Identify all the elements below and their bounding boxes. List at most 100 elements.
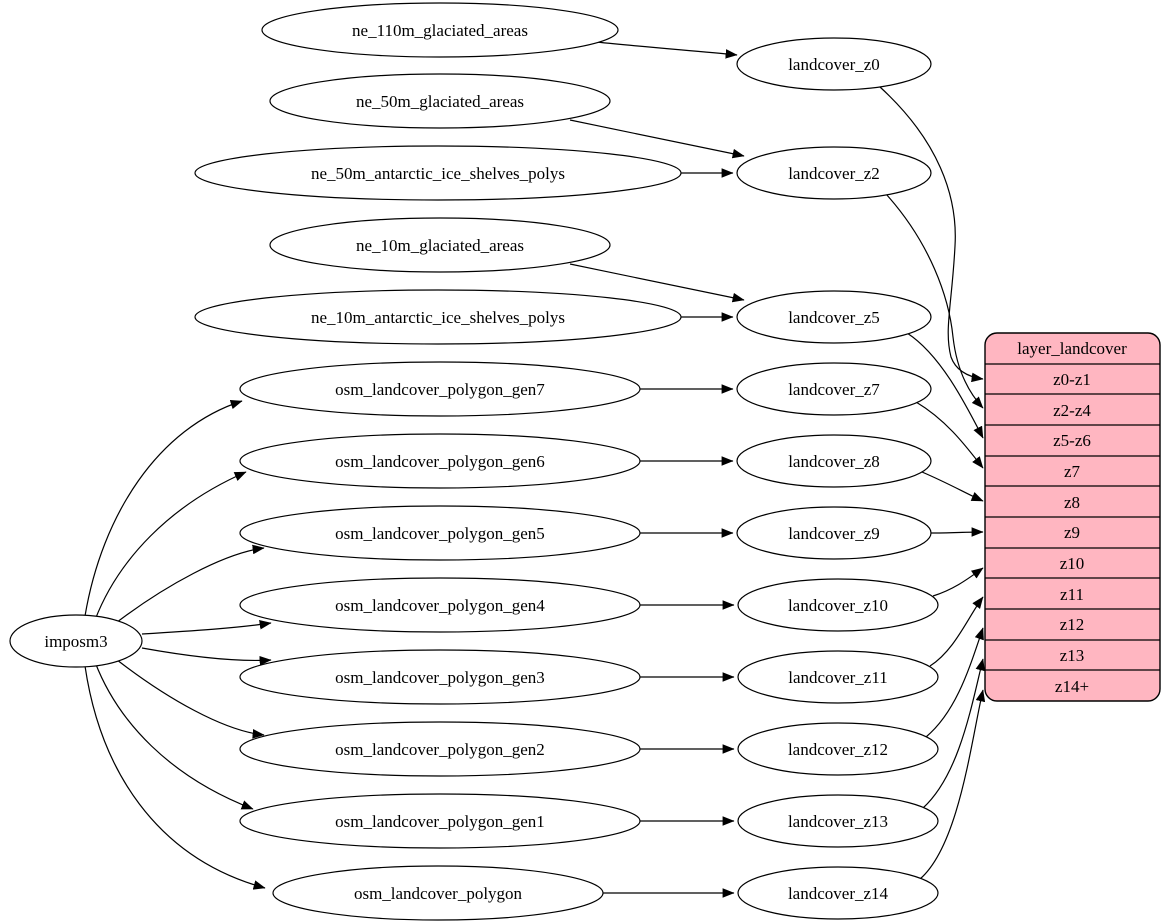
- node-shape: [736, 146, 932, 200]
- table-row-label: z9: [1064, 523, 1080, 542]
- node-ne-10m-antarctic-ice-shelves-polys: ne_10m_antarctic_ice_shelves_polys: [194, 289, 682, 345]
- node-shape: [269, 217, 611, 273]
- node-label: osm_landcover_polygon_gen6: [335, 452, 545, 471]
- node-label: landcover_z7: [788, 380, 880, 399]
- edge-imposm3-osm-landcover-polygon-gen2: [111, 655, 265, 739]
- node-ne-110m-glaciated-areas: ne_110m_glaciated_areas: [261, 2, 619, 58]
- node-osm-landcover-polygon-gen7: osm_landcover_polygon_gen7: [239, 361, 641, 417]
- node-label: imposm3: [44, 632, 107, 651]
- table-row-label: z2-z4: [1053, 401, 1091, 420]
- node-shape: [239, 577, 641, 633]
- node-shape: [239, 721, 641, 777]
- node-label: landcover_z2: [788, 164, 880, 183]
- node-label: landcover_z9: [788, 524, 880, 543]
- table-row-label: z10: [1060, 554, 1085, 573]
- node-label: landcover_z11: [788, 668, 887, 687]
- table-title: layer_landcover: [1017, 339, 1127, 358]
- edge-landcover-z5-row-z5-z6: [906, 332, 984, 439]
- node-label: ne_10m_antarctic_ice_shelves_polys: [311, 308, 565, 327]
- node-shape: [736, 362, 932, 416]
- edge-landcover-z13-row-z13: [922, 658, 985, 809]
- node-landcover-z5: landcover_z5: [736, 290, 932, 344]
- node-label: landcover_z10: [788, 596, 888, 615]
- node-landcover-z9: landcover_z9: [736, 506, 932, 560]
- table-row-label: z0-z1: [1053, 370, 1091, 389]
- node-shape: [737, 866, 939, 920]
- edge-landcover-z14-row-z14plus: [919, 689, 986, 880]
- node-osm-landcover-polygon-gen3: osm_landcover_polygon_gen3: [239, 649, 641, 705]
- node-landcover-z2: landcover_z2: [736, 146, 932, 200]
- node-label: ne_10m_glaciated_areas: [356, 236, 524, 255]
- node-shape: [737, 650, 939, 704]
- edge-landcover-z8-row-z8: [921, 471, 984, 502]
- edge-imposm3-osm-landcover-polygon-gen4: [141, 619, 272, 635]
- node-label: landcover_z5: [788, 308, 880, 327]
- edge-ne-50m-glaciated-areas-landcover-z2: [569, 119, 745, 159]
- edge-landcover-z0-row-z0-z1: [879, 86, 984, 383]
- table-row-label: z11: [1060, 585, 1084, 604]
- node-label: osm_landcover_polygon_gen4: [335, 596, 545, 615]
- table-row-label: z7: [1064, 462, 1081, 481]
- edge-landcover-z7-row-z7: [915, 401, 984, 469]
- node-label: osm_landcover_polygon_gen7: [335, 380, 545, 399]
- edge-landcover-z2-row-z2-z4: [885, 193, 984, 409]
- node-label: landcover_z14: [788, 884, 889, 903]
- node-label: landcover_z12: [788, 740, 888, 759]
- node-landcover-z13: landcover_z13: [737, 794, 939, 848]
- node-shape: [737, 794, 939, 848]
- node-osm-landcover-polygon-gen4: osm_landcover_polygon_gen4: [239, 577, 641, 633]
- edge-landcover-z11-row-z11: [929, 596, 984, 667]
- table-row-label: z12: [1060, 615, 1085, 634]
- node-label: ne_50m_glaciated_areas: [356, 92, 524, 111]
- edges: [84, 41, 986, 898]
- node-shape: [737, 578, 939, 632]
- node-shape: [239, 361, 641, 417]
- node-label: osm_landcover_polygon_gen3: [335, 668, 545, 687]
- node-shape: [736, 434, 932, 488]
- node-imposm3: imposm3: [9, 614, 143, 668]
- node-shape: [736, 290, 932, 344]
- edge-imposm3-osm-landcover-polygon-gen1: [94, 661, 254, 810]
- node-shape: [194, 145, 682, 201]
- node-shape: [261, 2, 619, 58]
- node-label: osm_landcover_polygon_gen1: [335, 812, 545, 831]
- node-osm-landcover-polygon-gen2: osm_landcover_polygon_gen2: [239, 721, 641, 777]
- table-row-label: z8: [1064, 493, 1080, 512]
- edge-imposm3-osm-landcover-polygon-gen5: [111, 544, 265, 627]
- node-landcover-z0: landcover_z0: [736, 37, 932, 91]
- node-shape: [736, 37, 932, 91]
- edge-imposm3-osm-landcover-polygon-gen6: [94, 471, 247, 621]
- node-landcover-z10: landcover_z10: [737, 578, 939, 632]
- node-shape: [194, 289, 682, 345]
- node-label: osm_landcover_polygon_gen2: [335, 740, 545, 759]
- edge-imposm3-osm-landcover-polygon: [84, 665, 266, 890]
- node-ne-10m-glaciated-areas: ne_10m_glaciated_areas: [269, 217, 611, 273]
- node-osm-landcover-polygon-gen1: osm_landcover_polygon_gen1: [239, 793, 641, 849]
- edge-ne-10m-glaciated-areas-landcover-z5: [569, 263, 745, 303]
- node-shape: [239, 433, 641, 489]
- node-label: osm_landcover_polygon: [354, 884, 523, 903]
- node-ne-50m-antarctic-ice-shelves-polys: ne_50m_antarctic_ice_shelves_polys: [194, 145, 682, 201]
- node-ne-50m-glaciated-areas: ne_50m_glaciated_areas: [269, 73, 611, 129]
- node-osm-landcover-polygon-gen5: osm_landcover_polygon_gen5: [239, 505, 641, 561]
- node-landcover-z14: landcover_z14: [737, 866, 939, 920]
- table-row-label: z14+: [1055, 677, 1089, 696]
- node-label: ne_110m_glaciated_areas: [352, 21, 528, 40]
- node-landcover-z11: landcover_z11: [737, 650, 939, 704]
- edge-imposm3-osm-landcover-polygon-gen7: [84, 399, 243, 617]
- edge-ne-110m-glaciated-areas-landcover-z0: [595, 41, 738, 59]
- node-label: ne_50m_antarctic_ice_shelves_polys: [311, 164, 565, 183]
- edge-imposm3-osm-landcover-polygon-gen3: [141, 647, 272, 666]
- edge-landcover-z10-row-z10: [932, 567, 984, 597]
- node-shape: [269, 73, 611, 129]
- edge-landcover-z9-row-z9: [930, 527, 984, 537]
- node-shape: [239, 505, 641, 561]
- node-label: landcover_z8: [788, 452, 880, 471]
- node-shape: [737, 722, 939, 776]
- node-label: osm_landcover_polygon_gen5: [335, 524, 545, 543]
- node-label: landcover_z0: [788, 55, 880, 74]
- table-row-label: z5-z6: [1053, 431, 1091, 450]
- node-osm-landcover-polygon: osm_landcover_polygon: [272, 865, 604, 921]
